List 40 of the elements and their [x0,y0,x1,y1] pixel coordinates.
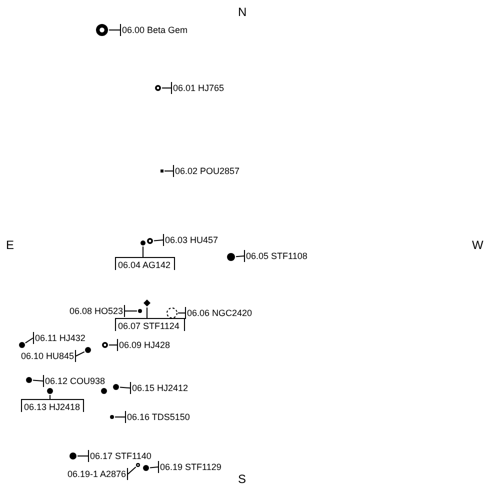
compass-direction-label: N [238,5,247,19]
star-label: 06.05 STF1108 [244,250,308,262]
leader-line [124,310,138,312]
star-label: 06.16 TDS5150 [125,411,190,423]
star-label: 06.17 STF1140 [88,450,152,462]
leader-line [128,466,136,474]
star-symbol [144,300,150,306]
star-label: 06.03 HU457 [163,234,218,246]
star-label: 06.01 HJ765 [171,82,224,94]
star-label: 06.12 COU938 [43,375,106,387]
cluster-symbol [166,308,178,318]
star-label: 06.15 HJ2412 [130,382,188,394]
star-label: 06.19 STF1129 [158,461,222,473]
leader-line [146,307,148,318]
star-label: 06.06 NGC2420 [185,307,252,319]
star-label: 06.09 HJ428 [117,339,170,351]
leader-line [76,351,85,356]
leader-line [236,256,244,258]
leader-line [120,386,130,388]
star-label: 06.08 HO523 [69,305,125,317]
star-label: 06.02 POU2857 [173,165,240,177]
compass-direction-label: W [472,238,484,252]
star-label: 06.00 Beta Gem [120,24,188,36]
leader-line [142,246,144,258]
star-label: 06.07 STF1124 [115,318,185,331]
compass-direction-label: S [238,472,246,486]
leader-line [178,312,186,314]
star-label: 06.04 AG142 [115,257,175,270]
leader-line [114,416,126,418]
star-label: 06.10 HU845 [20,350,76,362]
star-label: 06.11 HJ432 [33,332,86,344]
star-label: 06.19-1 A2876 [67,468,128,480]
leader-line [24,338,34,344]
leader-line [150,466,158,468]
leader-line [154,240,164,242]
compass-direction-label: E [6,238,14,252]
leader-line [32,380,44,382]
leader-line [108,344,118,346]
star-label: 06.13 HJ2418 [21,399,84,412]
leader-line [164,170,174,172]
